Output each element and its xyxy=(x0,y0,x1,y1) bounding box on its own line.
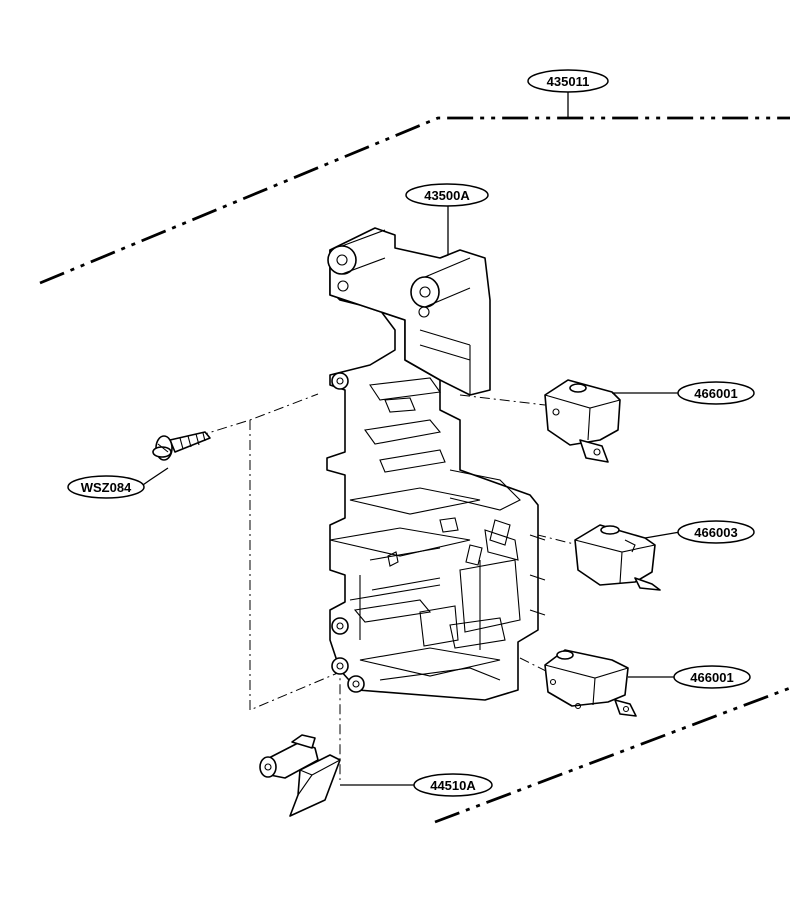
callout-assembly: 435011 xyxy=(527,69,609,93)
callout-label-screw: WSZ084 xyxy=(81,480,132,495)
callout-label-lever: 44510A xyxy=(430,778,476,793)
callout-label-switch-upper: 466001 xyxy=(694,386,737,401)
switch-middle-part xyxy=(574,524,661,591)
callout-leaders xyxy=(139,205,681,786)
callout-switch-middle: 466003 xyxy=(677,520,755,544)
callout-switch-upper: 466001 xyxy=(677,381,755,405)
lever-part xyxy=(259,734,341,817)
callout-frame: 43500A xyxy=(405,183,489,207)
callout-switch-lower: 466001 xyxy=(673,665,751,689)
callout-label-frame: 43500A xyxy=(424,188,470,203)
switch-lower-part xyxy=(544,649,637,717)
switch-upper-part xyxy=(544,379,621,463)
screw-part xyxy=(152,431,211,461)
hidden-leader-lines xyxy=(159,393,579,780)
callout-label-assembly: 435011 xyxy=(547,74,590,89)
assembly-boundary xyxy=(39,92,791,824)
callout-screw: WSZ084 xyxy=(67,475,145,499)
frame-part xyxy=(326,227,546,701)
callout-label-switch-lower: 466001 xyxy=(690,670,733,685)
callout-label-switch-middle: 466003 xyxy=(694,525,737,540)
callout-lever: 44510A xyxy=(413,773,493,797)
